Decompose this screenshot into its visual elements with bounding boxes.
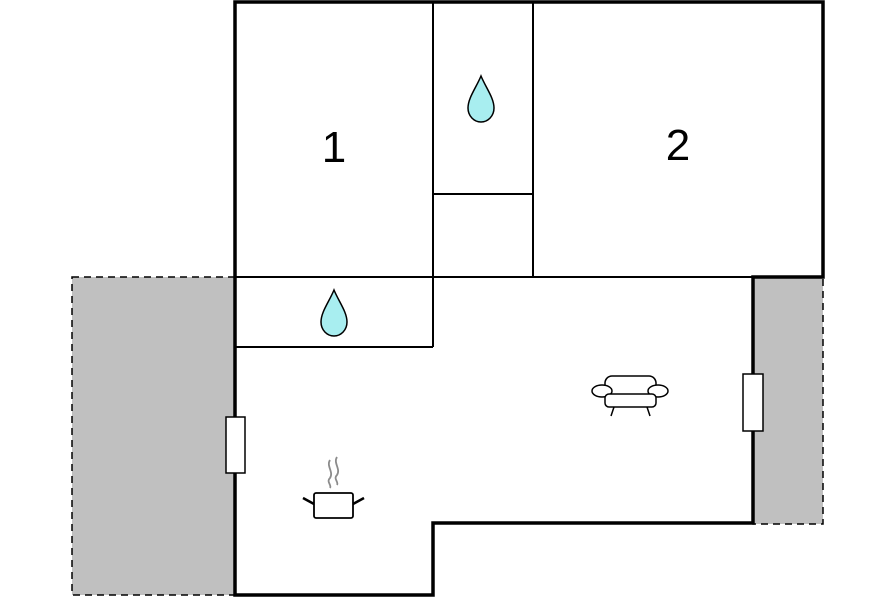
interior-walls (235, 2, 753, 348)
water-drop-icon (467, 74, 495, 123)
room-label-1: 1 (322, 123, 346, 172)
door-icon (742, 373, 764, 432)
terrace-left (71, 276, 236, 596)
door-icon (225, 416, 246, 474)
terrace-right (752, 276, 824, 525)
sofa-icon (591, 375, 669, 417)
room-label-2: 2 (666, 121, 690, 170)
water-drop-icon (320, 288, 348, 337)
outer-wall (233, 0, 825, 597)
cooking-pot-icon (302, 456, 365, 519)
